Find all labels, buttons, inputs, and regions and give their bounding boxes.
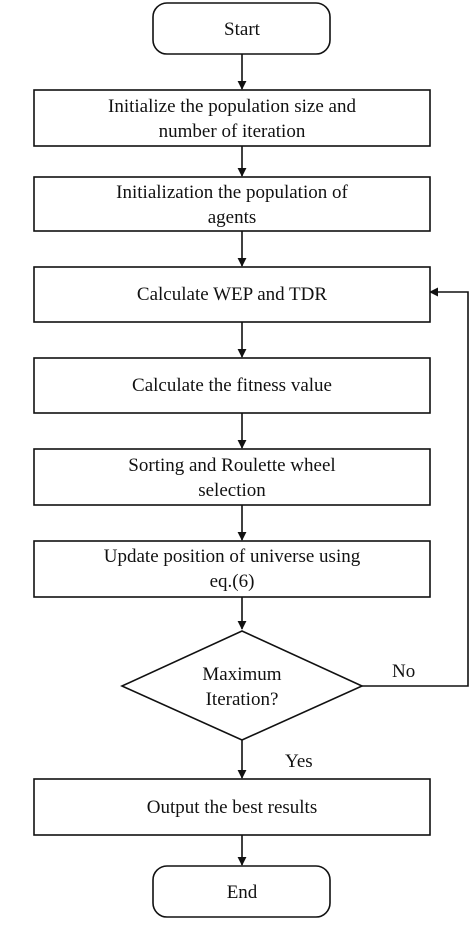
update-label-line-1: Update position of universe using <box>104 546 361 567</box>
output-node: Output the best results <box>33 778 431 836</box>
init-size-node: Initialize the population size and numbe… <box>33 89 431 147</box>
update-label-line-2: eq.(6) <box>210 571 255 592</box>
init-agents-label-line-1: Initialization the population of <box>116 182 348 203</box>
init-agents-label-line-2: agents <box>208 207 257 228</box>
connectors <box>237 54 469 866</box>
edge-decision-to-wep-tdr-no <box>362 287 469 687</box>
end-node: End <box>152 865 331 918</box>
decision-label-line-1: Maximum <box>202 664 281 685</box>
end-label: End <box>227 882 258 903</box>
init-size-label-line-2: number of iteration <box>159 121 306 142</box>
calc-wep-tdr-node: Calculate WEP and TDR <box>33 266 431 323</box>
sorting-node: Sorting and Roulette wheel selection <box>33 448 431 506</box>
calc-fitness-label: Calculate the fitness value <box>132 375 332 396</box>
branch-label-no: No <box>392 661 415 682</box>
sorting-label-line-1: Sorting and Roulette wheel <box>128 455 335 476</box>
init-size-label-line-1: Initialize the population size and <box>108 96 356 117</box>
max-iteration-decision: Maximum Iteration? <box>120 630 364 741</box>
start-label: Start <box>224 19 261 40</box>
start-node: Start <box>152 2 331 55</box>
calc-wep-tdr-label: Calculate WEP and TDR <box>137 284 327 305</box>
update-node: Update position of universe using eq.(6) <box>33 540 431 598</box>
calc-fitness-node: Calculate the fitness value <box>33 357 431 414</box>
init-agents-node: Initialization the population of agents <box>33 176 431 232</box>
branch-label-yes: Yes <box>285 751 313 772</box>
sorting-label-line-2: selection <box>198 480 266 501</box>
output-label: Output the best results <box>147 797 317 818</box>
decision-label-line-2: Iteration? <box>206 689 279 710</box>
